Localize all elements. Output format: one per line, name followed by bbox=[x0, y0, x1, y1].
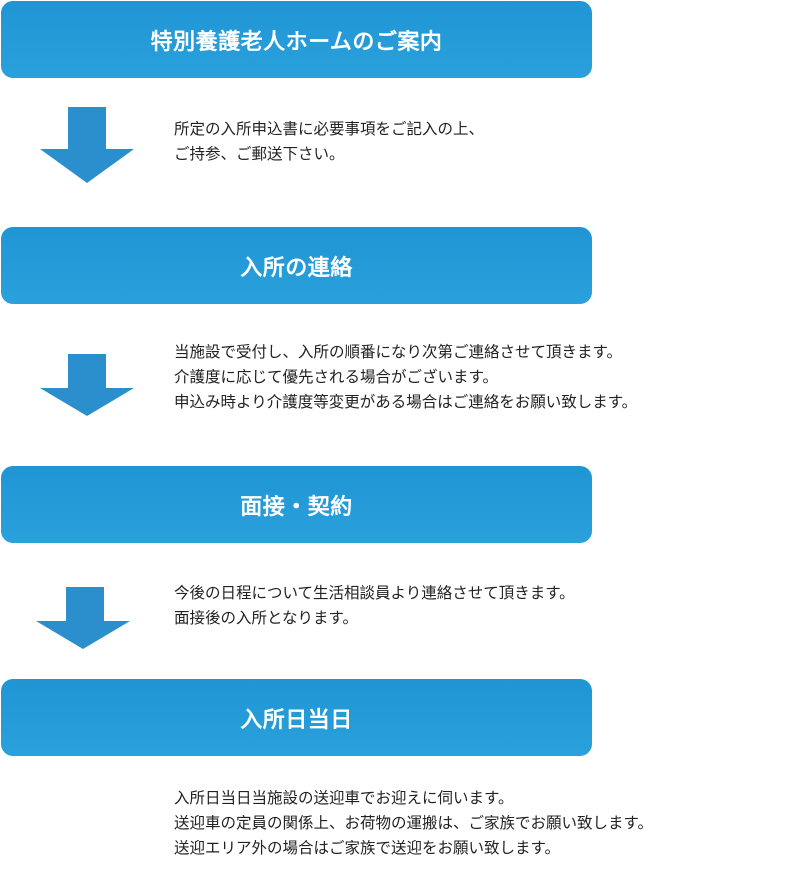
step-2-line-2: 介護度に応じて優先される場合がございます。 bbox=[174, 368, 498, 386]
down-arrow-icon bbox=[40, 107, 134, 183]
step-4-title: 入所日当日 bbox=[240, 707, 353, 733]
step-1-title: 特別養護老人ホームのご案内 bbox=[150, 29, 443, 55]
step-2-line-1: 当施設で受付し、入所の順番になり次第ご連絡させて頂きます。 bbox=[174, 343, 622, 361]
step-3-header: 面接・契約 bbox=[1, 466, 592, 543]
step-2-description: 当施設で受付し、入所の順番になり次第ご連絡させて頂きます。 介護度に応じて優先さ… bbox=[174, 340, 637, 415]
step-4-description: 入所日当日当施設の送迎車でお迎えに伺います。 送迎車の定員の関係上、お荷物の運搬… bbox=[174, 786, 653, 861]
step-1-line-2: ご持参、ご郵送下さい。 bbox=[174, 145, 345, 163]
down-arrow-icon bbox=[36, 587, 130, 649]
step-3-line-2: 面接後の入所となります。 bbox=[174, 609, 358, 627]
step-2-header: 入所の連絡 bbox=[1, 227, 592, 304]
step-3-title: 面接・契約 bbox=[240, 494, 353, 520]
step-2-line-3: 申込み時より介護度等変更がある場合はご連絡をお願い致します。 bbox=[174, 393, 638, 411]
step-4-line-1: 入所日当日当施設の送迎車でお迎えに伺います。 bbox=[174, 789, 514, 807]
step-1-line-1: 所定の入所申込書に必要事項をご記入の上、 bbox=[174, 120, 485, 138]
down-arrow-icon bbox=[40, 354, 134, 416]
step-3-description: 今後の日程について生活相談員より連絡させて頂きます。 面接後の入所となります。 bbox=[174, 581, 575, 631]
step-4-line-3: 送迎エリア外の場合はご家族で送迎をお願い致します。 bbox=[174, 839, 560, 857]
step-4-line-2: 送迎車の定員の関係上、お荷物の運搬は、ご家族でお願い致します。 bbox=[174, 814, 653, 832]
step-1-description: 所定の入所申込書に必要事項をご記入の上、 ご持参、ご郵送下さい。 bbox=[174, 117, 484, 167]
step-2-title: 入所の連絡 bbox=[240, 255, 353, 281]
step-4-header: 入所日当日 bbox=[1, 679, 592, 756]
step-3-line-1: 今後の日程について生活相談員より連絡させて頂きます。 bbox=[174, 584, 575, 602]
step-1-header: 特別養護老人ホームのご案内 bbox=[1, 1, 592, 78]
